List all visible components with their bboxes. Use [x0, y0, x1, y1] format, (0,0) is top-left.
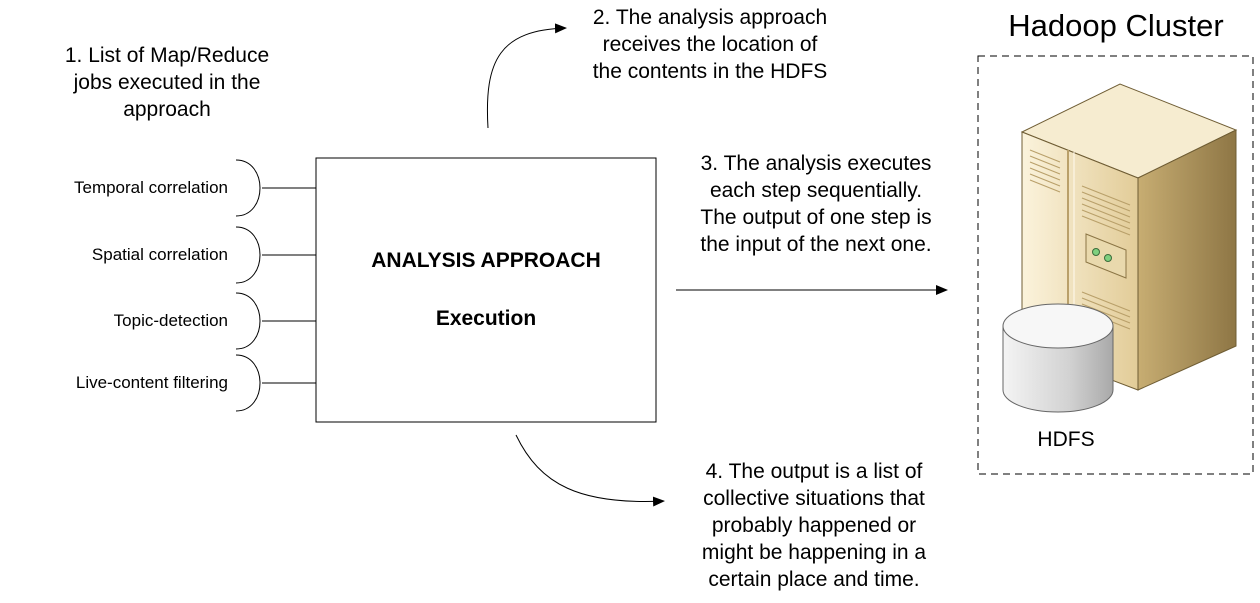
job-bracket-topic	[235, 292, 261, 350]
hadoop-cluster-boundary	[977, 55, 1254, 475]
hdfs-disk-icon	[1002, 303, 1114, 413]
job-label-topic: Topic-detection	[113, 311, 228, 330]
hdfs-label: HDFS	[1037, 428, 1095, 451]
job-bracket-spatial	[235, 226, 261, 284]
analysis-approach-subtitle: Execution	[435, 307, 537, 330]
analysis-approach-title: ANALYSIS APPROACH	[371, 249, 601, 272]
arrow-step2	[486, 23, 567, 129]
step4-text: 4. The output is a list of collective si…	[701, 460, 927, 591]
step2-text: 2. The analysis approach receives the lo…	[592, 6, 828, 83]
job-bracket-temporal	[235, 159, 261, 217]
job-label-spatial: Spatial correlation	[91, 245, 228, 264]
hadoop-cluster-title: Hadoop Cluster	[1008, 8, 1224, 43]
analysis-approach-box	[315, 157, 657, 423]
job-connectors	[235, 159, 316, 412]
arrow-step4	[515, 434, 665, 507]
step3-text: 3. The analysis executes each step seque…	[700, 152, 932, 256]
step1-text: 1. List of Map/Reduce jobs executed in t…	[64, 44, 270, 121]
job-label-temporal: Temporal correlation	[73, 178, 228, 197]
job-label-live: Live-content filtering	[75, 373, 228, 392]
job-bracket-live	[235, 354, 261, 412]
